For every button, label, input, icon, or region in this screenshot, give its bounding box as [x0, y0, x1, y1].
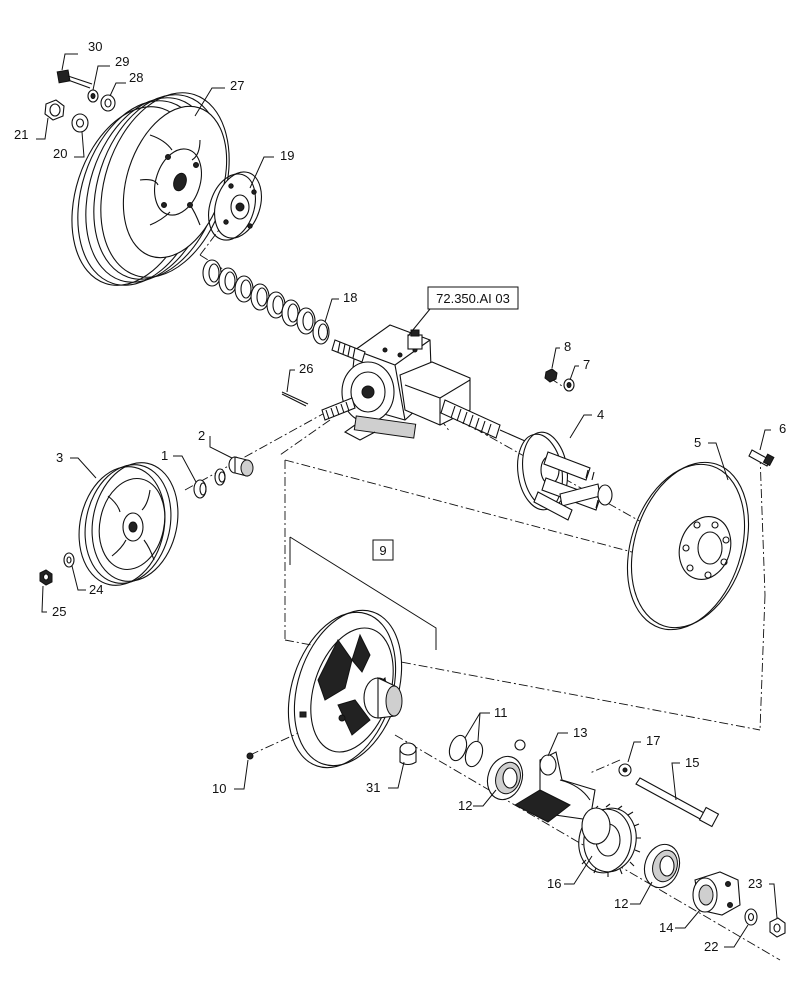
- callout-31: 31: [366, 780, 380, 795]
- callout-numbers: 30 29 28 27 21 20 19 18 26 8 7 4 6 5 2 1…: [14, 39, 786, 954]
- callout-11: 11: [494, 705, 508, 720]
- group-box-9: 9: [289, 536, 437, 650]
- callout-25: 25: [52, 604, 66, 619]
- callout-19: 19: [280, 148, 294, 163]
- bushing-31: [399, 742, 417, 766]
- callout-20: 20: [53, 146, 67, 161]
- nut-8: [544, 368, 558, 383]
- callout-14: 14: [659, 920, 673, 935]
- snap-ring-1: [193, 468, 226, 499]
- arm-13: [513, 739, 596, 823]
- hub-4: [517, 431, 613, 521]
- callout-12-upper: 12: [458, 798, 472, 813]
- group-box-label: 9: [379, 543, 386, 558]
- callout-30: 30: [88, 39, 102, 54]
- callout-1: 1: [161, 448, 168, 463]
- disc-5: [626, 461, 750, 631]
- snap-rings-11: [448, 734, 484, 768]
- bolt-6: [748, 449, 775, 467]
- nut-25: [39, 569, 53, 586]
- callout-27: 27: [230, 78, 244, 93]
- hub-flange-19: [208, 171, 262, 241]
- bearing-12-upper: [486, 755, 524, 801]
- callout-21: 21: [14, 127, 28, 142]
- wheel-9: [287, 609, 403, 769]
- snap-ring-18: [312, 319, 330, 345]
- washer-24: [63, 552, 75, 568]
- pulley-27: [71, 92, 230, 286]
- flange-14: [692, 871, 741, 916]
- sprocket-16: [578, 803, 641, 877]
- washer-17: [618, 763, 632, 777]
- bushing-2: [228, 456, 254, 477]
- callout-22: 22: [704, 939, 718, 954]
- washer-22: [744, 908, 758, 926]
- washer-29: [87, 89, 99, 103]
- callout-10: 10: [212, 781, 226, 796]
- shim-washer-stack: [202, 259, 316, 335]
- ball-10: [246, 752, 254, 760]
- bearing-12-lower: [643, 843, 681, 889]
- callout-8: 8: [564, 339, 571, 354]
- callout-15: 15: [685, 755, 699, 770]
- pin-26: [281, 391, 309, 407]
- callout-4: 4: [597, 407, 604, 422]
- washer-7: [563, 378, 575, 392]
- leader-lines: [36, 53, 778, 948]
- callout-29: 29: [115, 54, 129, 69]
- callout-24: 24: [89, 582, 103, 597]
- callout-5: 5: [694, 435, 701, 450]
- callout-13: 13: [573, 725, 587, 740]
- callout-12-lower: 12: [614, 896, 628, 911]
- washer-28: [100, 94, 116, 112]
- bolt-30: [56, 69, 93, 89]
- pulley-3: [78, 462, 179, 586]
- gearbox: [321, 324, 526, 442]
- callout-23: 23: [748, 876, 762, 891]
- callout-18: 18: [343, 290, 357, 305]
- callout-3: 3: [56, 450, 63, 465]
- bolt-15: [635, 777, 720, 828]
- callout-2: 2: [198, 428, 205, 443]
- washer-20: [71, 113, 89, 133]
- callout-28: 28: [129, 70, 143, 85]
- nut-21: [44, 99, 65, 121]
- callout-6: 6: [779, 421, 786, 436]
- callout-17: 17: [646, 733, 660, 748]
- reference-box[interactable]: 72.350.AI 03: [407, 286, 519, 337]
- reference-box-label: 72.350.AI 03: [436, 291, 510, 306]
- nut-23: [769, 917, 786, 938]
- callout-7: 7: [583, 357, 590, 372]
- callout-16: 16: [547, 876, 561, 891]
- callout-26: 26: [299, 361, 313, 376]
